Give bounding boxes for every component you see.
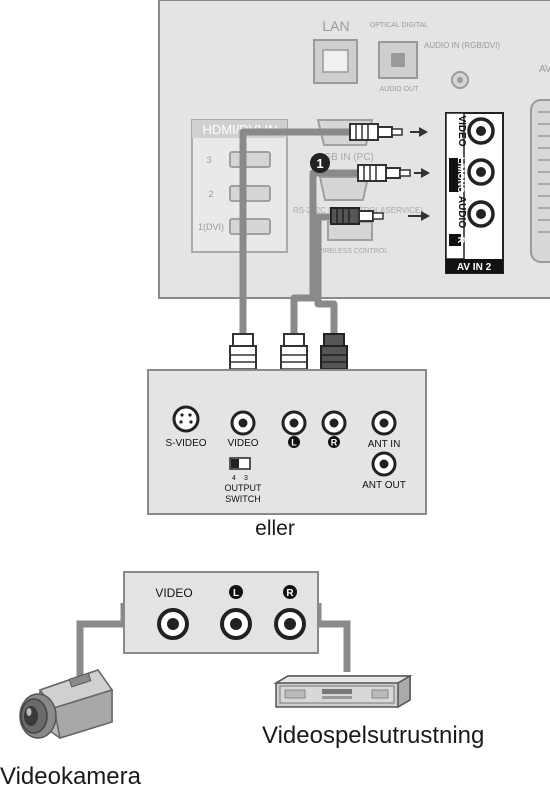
svideo-label: S-VIDEO (165, 438, 206, 449)
rca-plug-video-top (349, 123, 428, 141)
vcr-r-label: R (331, 438, 338, 448)
vcr-video-label: VIDEO (227, 438, 258, 449)
lan-port-socket (322, 49, 349, 73)
console-cable (314, 603, 351, 672)
wireless-label: WIRELESS CONTROL (316, 248, 388, 255)
hdmi-port-2 (229, 185, 271, 202)
rca-plug-audio-l-top (357, 164, 430, 182)
hdmi-port-2-label: 2 (208, 189, 213, 199)
av1-label: AV1 (RGB) (539, 64, 550, 75)
rs232c-port (318, 176, 370, 201)
svideo-jack (172, 405, 200, 433)
callout-number: 1 (316, 156, 323, 171)
hdmi-port-3-label: 3 (206, 155, 211, 165)
or-label: eller (255, 517, 295, 540)
ant-out-label: ANT OUT (362, 480, 406, 491)
camcorder-caption: Videokamera (0, 763, 141, 790)
hdmi-port-3 (229, 151, 271, 168)
callout-badge: 1 (310, 153, 330, 173)
vcr-l-label: L (291, 438, 297, 448)
audio-r-cable (314, 213, 338, 336)
tv-back-panel: LAN OPTICAL DIGITAL AUDIO OUT AUDIO IN (… (158, 0, 550, 299)
rgb-in-label: RGB IN (PC) (316, 152, 374, 163)
switch-num-3: 3 (244, 475, 248, 482)
lan-label: LAN (322, 18, 349, 34)
av-lmono-label: L/MONO (456, 157, 466, 193)
device-l-label: L (233, 588, 239, 599)
output-switch-label-2: SWITCH (225, 494, 261, 504)
av-in2-label: AV IN 2 (457, 262, 492, 273)
vcr-panel: S-VIDEO VIDEO L R ANT IN ANT OUT 4 3 OUT… (147, 369, 427, 515)
ant-in-label: ANT IN (368, 439, 401, 450)
audio-out-label: AUDIO OUT (380, 86, 420, 93)
hdmi-port-1 (229, 218, 271, 235)
audio-l-cable (290, 169, 360, 336)
output-switch (229, 457, 251, 470)
audio-in-label: AUDIO IN (RGB/DVI) (424, 41, 500, 50)
hdmi-port-1-label: 1(DVI) (198, 222, 224, 232)
game-console-caption: Videospelsutrustning (262, 722, 485, 749)
device-panel: VIDEO L R (76, 571, 351, 703)
camcorder-icon (19, 669, 114, 739)
av-r-label: R (456, 237, 466, 244)
vcr-panel-frame (147, 369, 427, 515)
video-cable (239, 128, 352, 336)
output-switch-label-1: OUTPUT (225, 483, 263, 493)
scart-connector (530, 99, 550, 263)
av-cables (239, 128, 360, 336)
rca-plug-audio-r-top (330, 207, 430, 225)
av-video-label: VIDEO (456, 115, 467, 146)
optical-port-socket (391, 53, 405, 67)
tv-side-plugs (330, 123, 430, 225)
optical-label: OPTICAL DIGITAL (370, 22, 428, 29)
device-r-label: R (286, 588, 294, 599)
device-video-label: VIDEO (155, 586, 192, 600)
av-audio-label: AUDIO (456, 196, 467, 228)
switch-num-4: 4 (232, 475, 236, 482)
game-console-icon (273, 674, 413, 709)
